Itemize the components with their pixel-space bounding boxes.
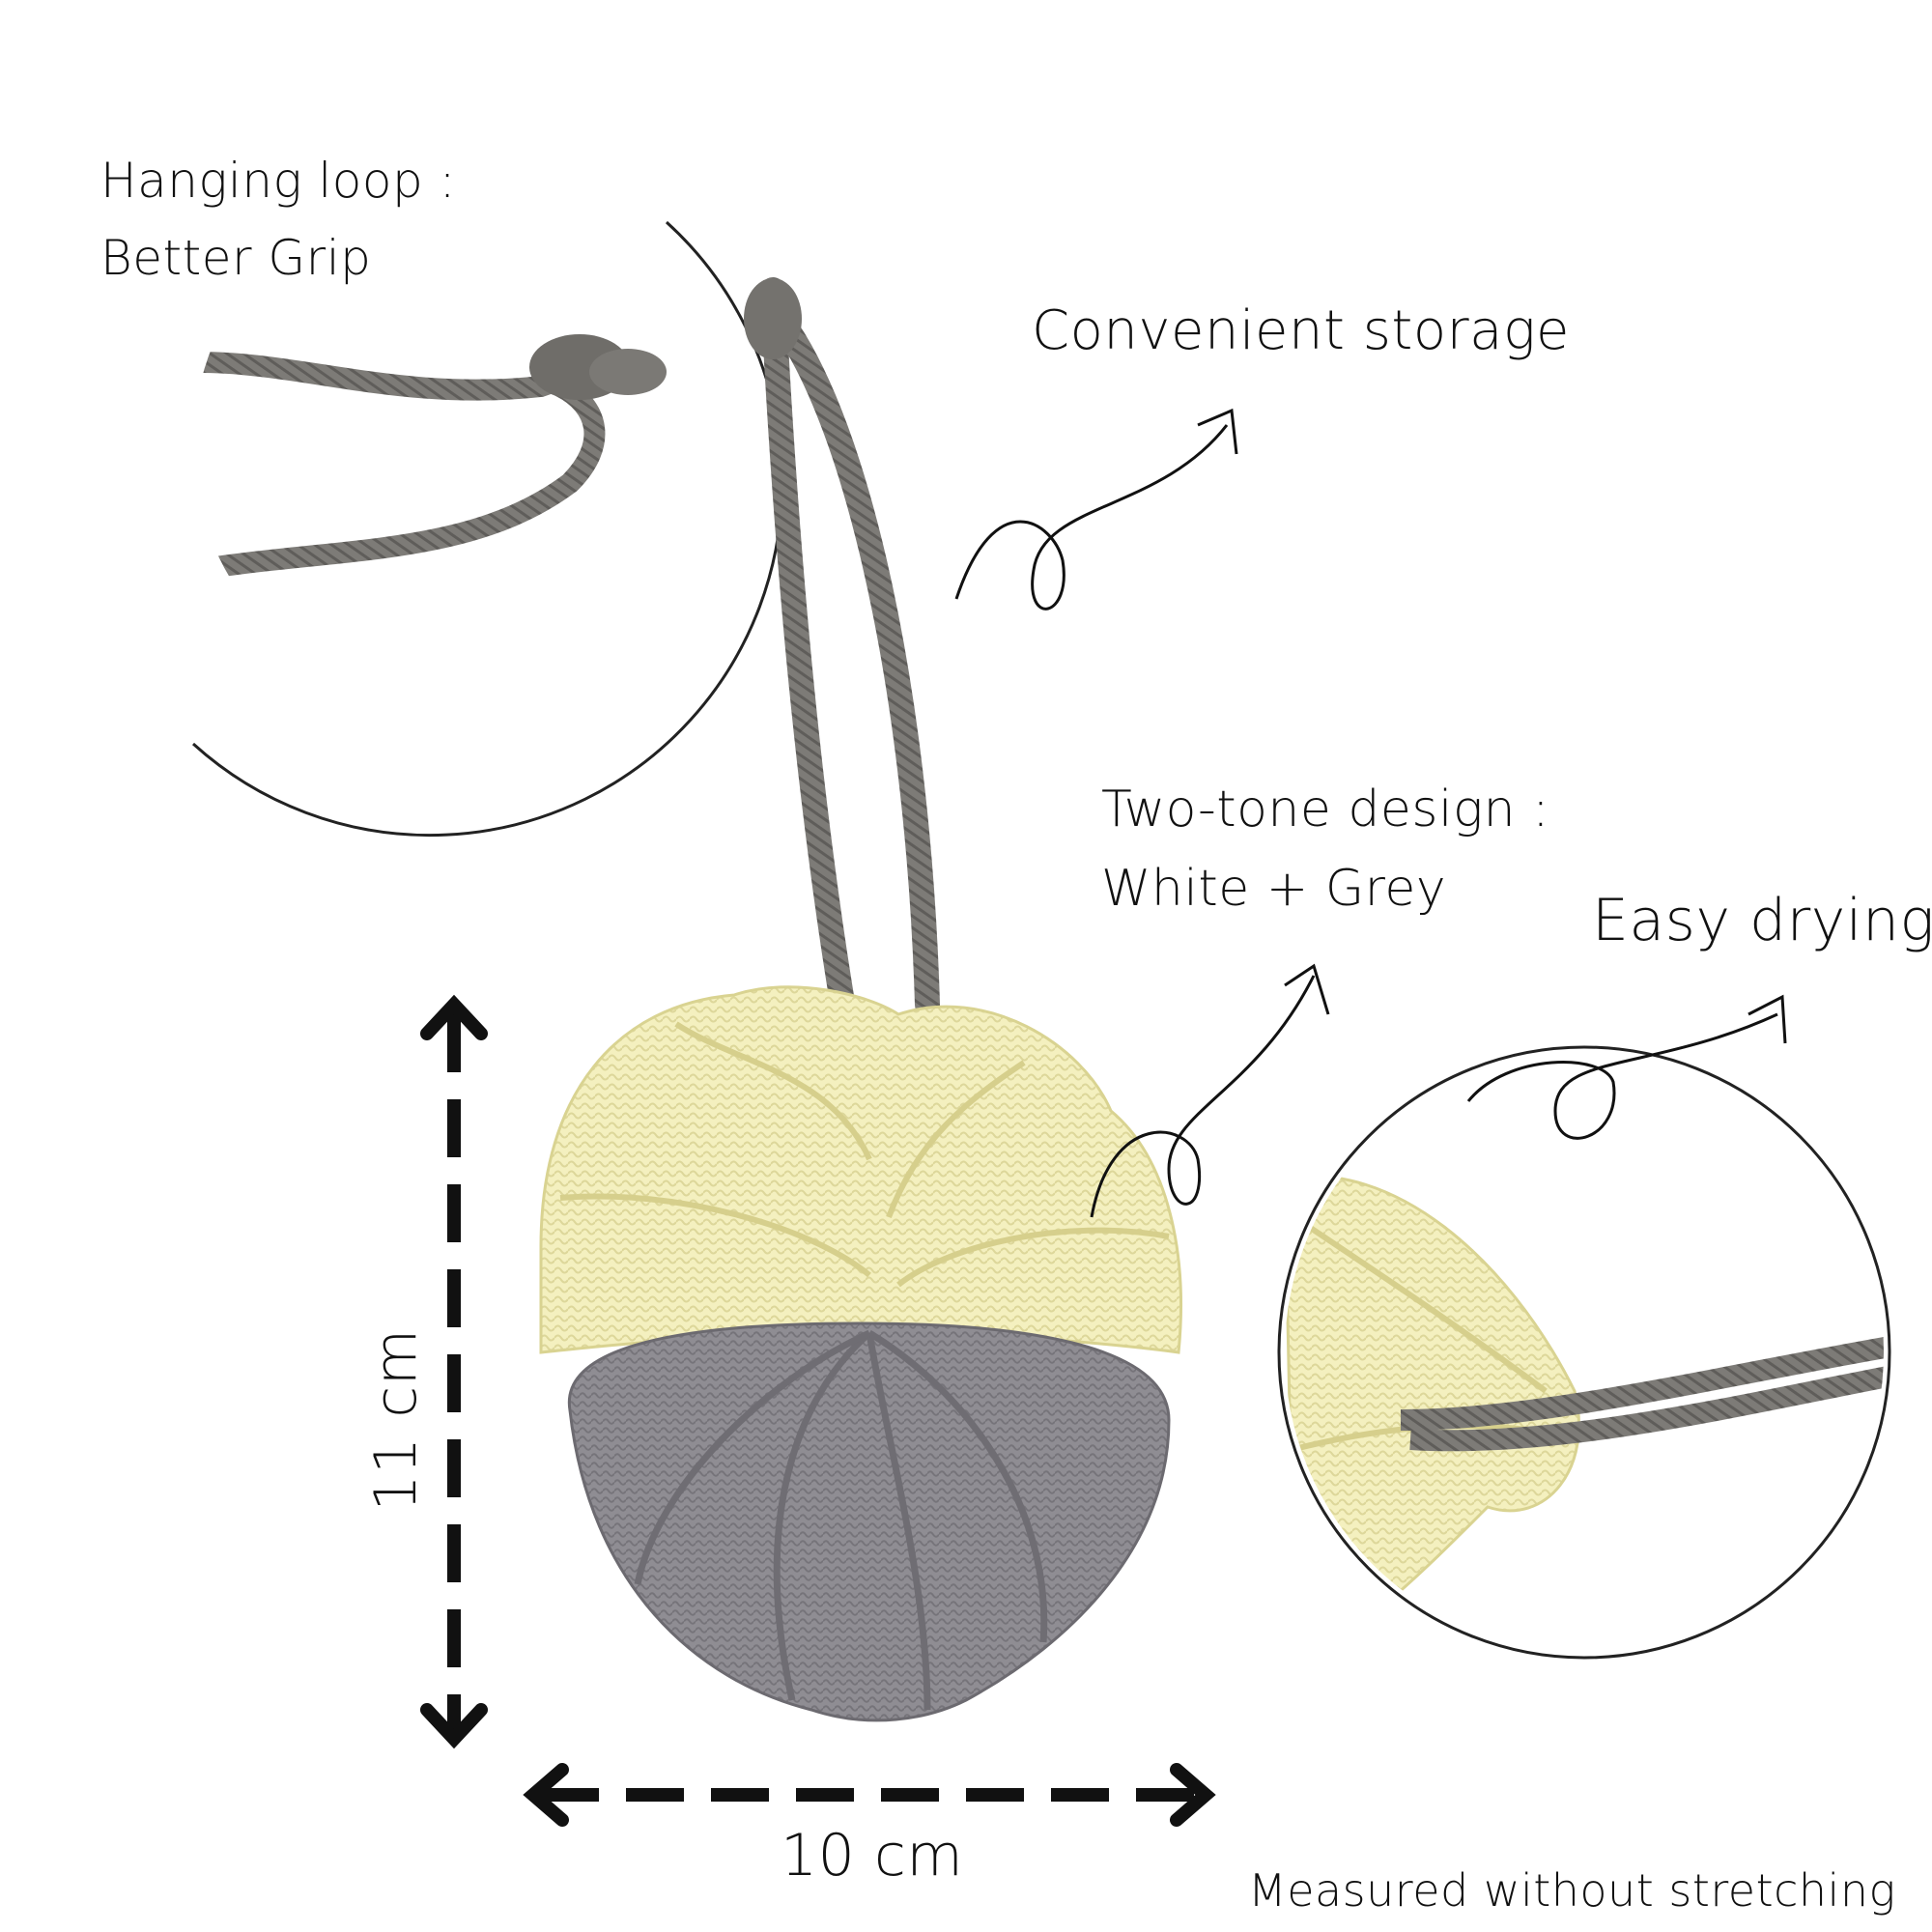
- easy-drying-zoom: [1277, 1045, 1891, 1660]
- rope-lower-strand: [193, 376, 606, 595]
- sponge-cream-top: [539, 985, 1182, 1354]
- height-dimension-arrow: [420, 994, 488, 1749]
- curly-arrow-icon: [1466, 994, 1787, 1140]
- hanging-loop-title: Hanging loop :: [100, 153, 456, 209]
- height-label: 11 cm: [362, 1328, 430, 1512]
- hanging-rope: [744, 277, 940, 1061]
- convenient-storage-label: Convenient storage: [1032, 299, 1570, 362]
- measurement-note: Measured without stretching: [1248, 1864, 1896, 1917]
- two-tone-description: White + Grey: [1101, 860, 1447, 918]
- curly-arrow-icon: [1090, 963, 1330, 1218]
- sponge-grey-bottom: [567, 1321, 1171, 1722]
- easy-drying-label: Easy drying: [1592, 887, 1932, 954]
- curly-arrow-icon: [954, 408, 1238, 611]
- zoom-circle-outline: [191, 220, 784, 838]
- bath-sponge: [539, 985, 1182, 1722]
- hanging-loop-zoom: [191, 220, 784, 838]
- two-tone-title: Two-tone design :: [1101, 781, 1550, 838]
- rope-upper-strand: [193, 349, 629, 401]
- hanging-loop-description: Better Grip: [100, 230, 372, 286]
- width-label: 10 cm: [781, 1822, 964, 1889]
- rope-strand: [1409, 1361, 1884, 1452]
- width-dimension-arrow: [523, 1763, 1216, 1827]
- rope-strand: [1400, 1332, 1884, 1431]
